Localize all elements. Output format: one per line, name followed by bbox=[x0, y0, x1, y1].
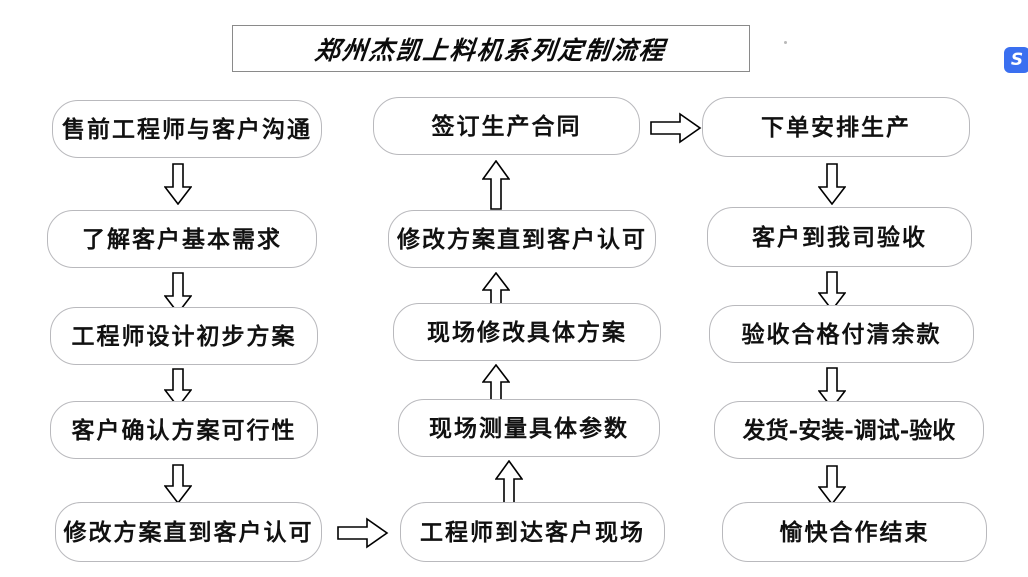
arrow-down-left-3-4 bbox=[164, 368, 192, 408]
arrow-down-right-4-5 bbox=[818, 465, 846, 505]
node-left-5[interactable]: 修改方案直到客户认可 bbox=[55, 502, 322, 562]
arrow-up-mid2-mid1 bbox=[482, 160, 510, 210]
arrow-down-right-3-4 bbox=[818, 367, 846, 409]
node-left-2-label: 了解客户基本需求 bbox=[82, 225, 282, 253]
node-left-4-label: 客户确认方案可行性 bbox=[71, 416, 297, 444]
arrow-down-left-2-3 bbox=[164, 272, 192, 314]
node-right-3-label: 验收合格付清余款 bbox=[741, 320, 942, 348]
arrow-down-left-1-2 bbox=[164, 163, 192, 205]
node-middle-2-label: 修改方案直到客户认可 bbox=[397, 225, 647, 253]
chart-title-text: 郑州杰凯上料机系列定制流程 bbox=[313, 35, 668, 65]
node-middle-2[interactable]: 修改方案直到客户认可 bbox=[388, 210, 656, 268]
node-left-5-label: 修改方案直到客户认可 bbox=[63, 518, 314, 546]
node-middle-1[interactable]: 签订生产合同 bbox=[373, 97, 640, 155]
node-right-5[interactable]: 愉快合作结束 bbox=[722, 502, 987, 562]
node-middle-4[interactable]: 现场测量具体参数 bbox=[398, 399, 660, 457]
node-left-3[interactable]: 工程师设计初步方案 bbox=[50, 307, 318, 365]
node-right-4[interactable]: 发货-安装-调试-验收 bbox=[714, 401, 984, 459]
logo-s-icon: S bbox=[1010, 49, 1024, 70]
node-right-1-label: 下单安排生产 bbox=[761, 113, 911, 141]
node-middle-5-label: 工程师到达客户现场 bbox=[420, 518, 645, 546]
artifact-speck bbox=[784, 41, 787, 44]
arrow-down-right-1-2 bbox=[818, 163, 846, 205]
node-right-3[interactable]: 验收合格付清余款 bbox=[709, 305, 974, 363]
node-middle-3-label: 现场修改具体方案 bbox=[427, 318, 627, 346]
chart-title-box: 郑州杰凯上料机系列定制流程 bbox=[232, 25, 750, 72]
node-right-4-label: 发货-安装-调试-验收 bbox=[742, 416, 956, 444]
arrow-down-right-2-3 bbox=[818, 271, 846, 311]
arrow-right-mid1-right1 bbox=[650, 112, 702, 144]
node-right-2-label: 客户到我司验收 bbox=[752, 223, 927, 251]
arrow-down-left-4-5 bbox=[164, 464, 192, 504]
node-right-2[interactable]: 客户到我司验收 bbox=[707, 207, 972, 267]
node-right-5-label: 愉快合作结束 bbox=[779, 518, 930, 546]
node-middle-4-label: 现场测量具体参数 bbox=[429, 414, 629, 442]
app-logo-badge[interactable]: S bbox=[1004, 47, 1028, 73]
arrow-right-left5-mid5 bbox=[337, 517, 389, 549]
node-left-3-label: 工程师设计初步方案 bbox=[71, 322, 297, 350]
node-left-1-label: 售前工程师与客户沟通 bbox=[62, 115, 312, 143]
node-left-4[interactable]: 客户确认方案可行性 bbox=[50, 401, 318, 459]
node-right-1[interactable]: 下单安排生产 bbox=[702, 97, 970, 157]
node-left-1[interactable]: 售前工程师与客户沟通 bbox=[52, 100, 322, 158]
node-middle-1-label: 签订生产合同 bbox=[431, 112, 582, 140]
node-middle-5[interactable]: 工程师到达客户现场 bbox=[400, 502, 665, 562]
node-middle-3[interactable]: 现场修改具体方案 bbox=[393, 303, 661, 361]
node-left-2[interactable]: 了解客户基本需求 bbox=[47, 210, 317, 268]
arrow-up-mid5-mid4 bbox=[495, 460, 523, 504]
